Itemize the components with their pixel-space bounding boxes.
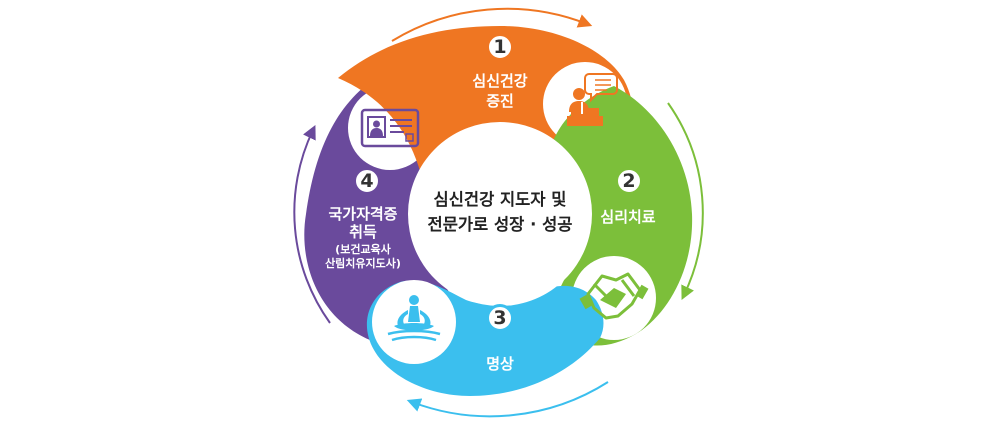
holding-hands-icon [579, 272, 649, 320]
id-card-icon [360, 108, 420, 148]
step-number-badge: 2 [615, 167, 643, 195]
arrow-blue [406, 381, 609, 418]
lecturer-icon [567, 73, 618, 126]
step-subtitle: 산림치유지도사) [325, 257, 401, 270]
step-subtitle: (보건교육사 [335, 243, 391, 256]
step-title: 취득 [349, 223, 377, 241]
step-title: 국가자격증 [328, 205, 398, 223]
meditation-icon [387, 295, 441, 342]
step-title: 심리치료 [600, 208, 656, 226]
step-number-badge: 1 [486, 33, 514, 61]
step-number-badge: 3 [486, 304, 514, 332]
arrow-orange [391, 7, 593, 42]
arrow-green [667, 102, 704, 301]
step-title: 증진 [486, 92, 514, 110]
center-text: 심신건강 지도자 및 [433, 190, 567, 209]
center-text: 전문가로 성장 · 성공 [427, 215, 573, 234]
step-number-badge: 4 [353, 167, 381, 195]
arrow-purple [293, 124, 331, 324]
step-title: 심신건강 [472, 72, 528, 90]
center-circle [408, 122, 592, 306]
step-title: 명상 [486, 355, 514, 373]
